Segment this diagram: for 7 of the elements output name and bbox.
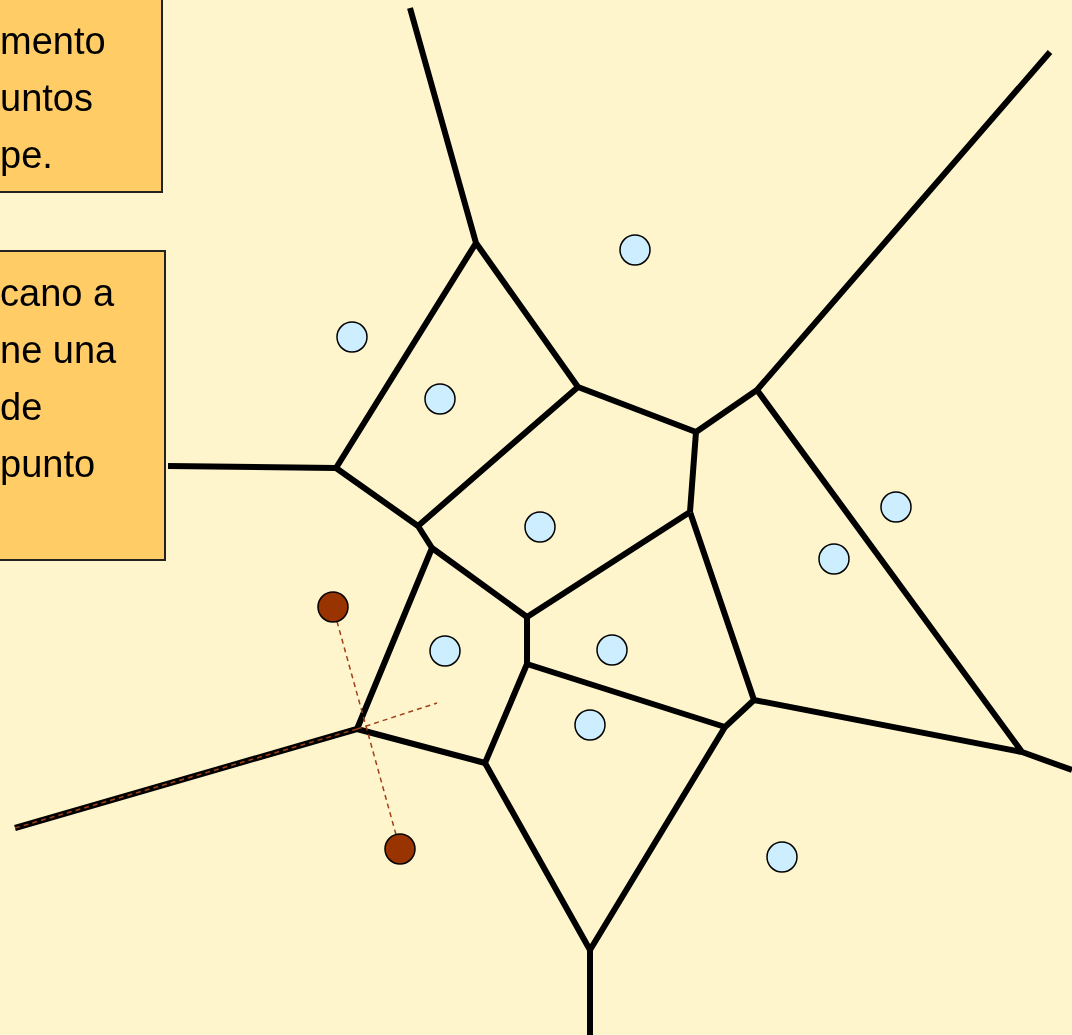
text-box bbox=[0, 0, 163, 193]
highlighted-site-point bbox=[317, 591, 349, 623]
highlighted-site-point bbox=[384, 833, 416, 865]
text-box bbox=[0, 250, 166, 561]
box-text: cano a ne una de punto bbox=[0, 271, 118, 487]
box-text: mento untos pe. bbox=[0, 19, 107, 178]
connector-line bbox=[336, 620, 397, 836]
